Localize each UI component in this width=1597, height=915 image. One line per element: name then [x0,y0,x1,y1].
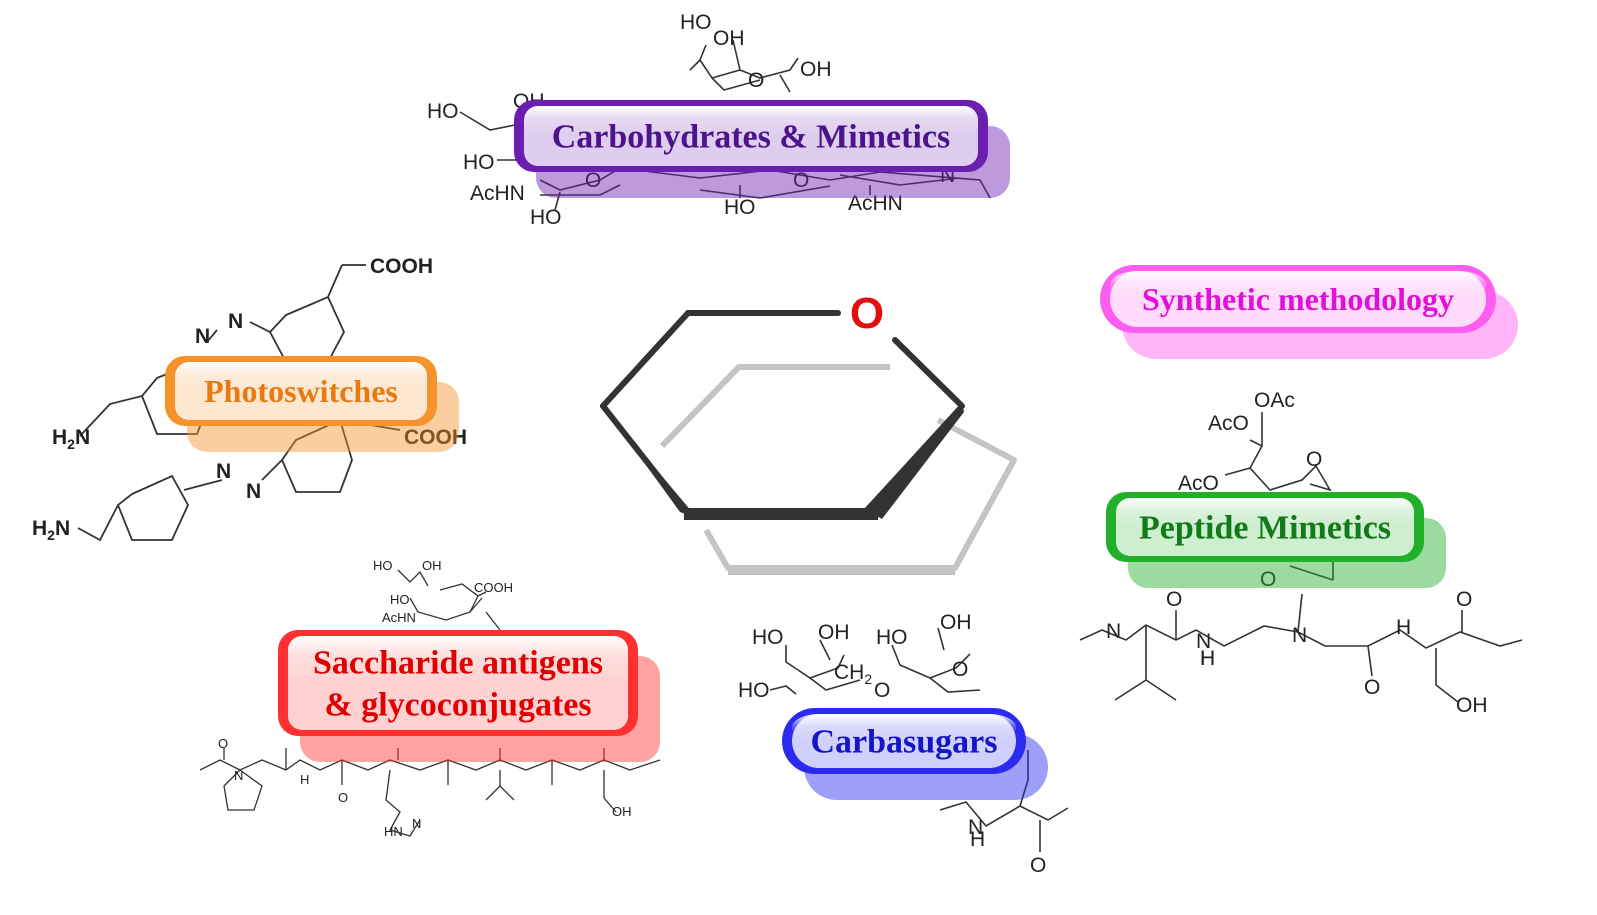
carbasugar-structure [769,627,1069,852]
carb-label: HO [427,100,459,123]
sacc-label: OH [612,804,632,819]
topic-label-carbasugars: Carbasugars [810,724,997,761]
carb-label: OH [800,58,832,81]
sacc-label: H [300,772,309,787]
photo-label: H2N [52,426,90,452]
pep-label: N [1196,630,1211,653]
sacc-label: N [412,816,421,831]
carba-label: N [968,816,983,839]
pill-gloss [1110,271,1486,299]
carba-label: HO [876,626,908,649]
pill-gloss [1116,498,1414,527]
pep-label: AcO [1208,412,1249,435]
peptide-structure [1079,412,1523,703]
photoswitch-structure-labels: COOH N N H2N COOH N N H2N [32,255,467,543]
carb-label: OH [713,27,745,50]
central-pyran-ring: O [600,289,1017,575]
pill-gloss [524,106,978,136]
topic-pill-carbasugars: Carbasugars [782,708,1048,800]
pyran-ring-shadow [659,364,1017,575]
topic-pill-peptide: Peptide Mimetics [1106,492,1446,588]
photo-label: N [195,325,210,348]
pep-label: AcO [1178,472,1219,495]
pep-label: H [1396,616,1411,639]
pyran-wedge-right [864,402,964,519]
pep-label: O [1364,676,1380,699]
photo-label: N [216,460,231,483]
carb-label: AcHN [848,192,903,215]
carba-label: CH2 [834,661,872,687]
carba-label: HO [738,679,770,702]
carb-label: AcHN [470,182,525,205]
carb-label: HO [463,151,495,174]
pep-label: O [1306,448,1322,471]
topic-label-carbohydrates: Carbohydrates & Mimetics [552,119,950,156]
carba-label: H [970,828,985,851]
topic-label-photoswitches: Photoswitches [204,373,398,409]
photo-label: COOH [404,426,467,449]
sacc-label: O [218,736,228,751]
topic-pill-photoswitches: Photoswitches [165,356,459,452]
topic-label-saccharide: Saccharide antigens [313,645,603,682]
sacc-label: N [234,768,243,783]
carb-label: O [748,69,764,92]
carb-label: HO [680,11,712,34]
carb-label: HO [530,206,562,229]
pill-gloss [175,362,427,391]
topic-label-saccharide: & glycoconjugates [324,687,591,724]
pep-label: H [1200,647,1215,670]
carbohydrate-structure [459,39,991,211]
carb-label: HO [724,196,756,219]
pill-gloss [792,714,1016,741]
topic-pill-saccharide: Saccharide antigens & glycoconjugates [278,630,660,762]
carba-label: O [952,658,968,681]
saccharide-structure [199,569,661,837]
pep-label: N [1292,624,1307,647]
sacc-label: COOH [474,580,513,595]
sacc-label: OH [422,558,442,573]
peptide-structure-labels: OAc AcO O AcO O N H O H N N O H O OH [1106,389,1488,717]
carba-label: OH [818,621,850,644]
photo-label: COOH [370,255,433,278]
carb-label: O [793,169,809,192]
carba-label: O [1030,854,1046,877]
carba-label: HO [752,626,784,649]
photo-label: H2N [32,517,70,543]
pep-label: OAc [1254,389,1295,412]
ring-oxygen-label: O [850,289,884,338]
carb-label: O [585,169,601,192]
sacc-label: HO [390,592,410,607]
pep-label: H [1200,647,1215,670]
pep-label: N [1106,620,1121,643]
topic-label-peptide: Peptide Mimetics [1139,510,1391,547]
pep-label: OH [1456,694,1488,717]
topic-pill-carbohydrates: Carbohydrates & Mimetics [514,100,1010,198]
pill-gloss [288,636,628,683]
topic-pill-synthetic: Synthetic methodology [1100,265,1518,359]
sacc-label: O [338,790,348,805]
pyran-wedge-left [603,406,698,519]
saccharide-structure-labels: HO OH COOH HO AcHN O N H O OH HN N [218,558,632,839]
carba-label: O [874,679,890,702]
sacc-label: HO [373,558,393,573]
photo-label: N [228,310,243,333]
carba-label: OH [940,611,972,634]
topic-label-synthetic: Synthetic methodology [1142,281,1454,317]
photo-label: N [246,480,261,503]
pep-label: O [1166,588,1182,611]
pep-label: O [1456,588,1472,611]
pep-label: O [1260,568,1276,591]
sacc-label: HN [384,824,403,839]
sacc-label: AcHN [382,610,416,625]
pyran-bold-bottom [684,508,878,520]
carbasugar-structure-labels: HO OH HO OH HO CH2 O O N H O [738,611,1046,877]
